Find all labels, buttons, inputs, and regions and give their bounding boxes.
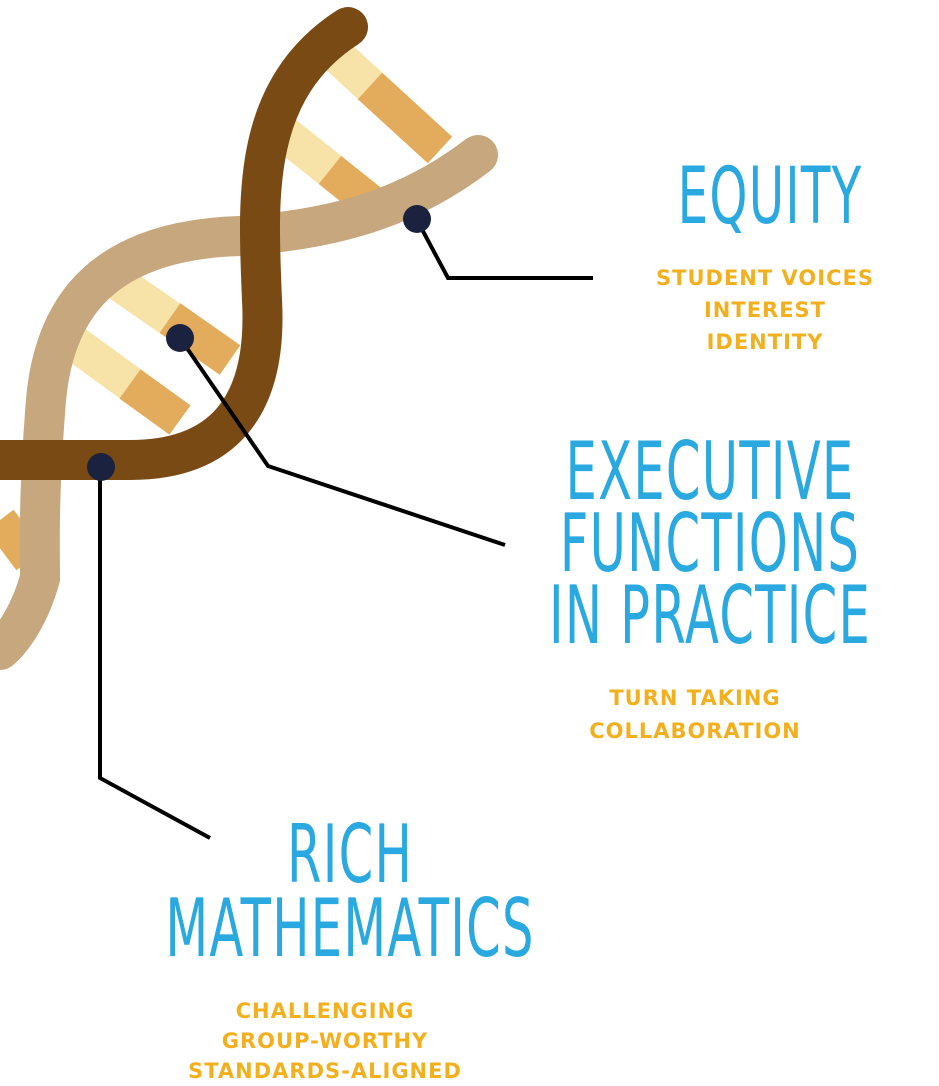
equity-item: Interest <box>703 298 827 322</box>
heading-line: Functions <box>559 497 861 590</box>
rich-mathematics-items-list: Challenging Group-Worthy Standards-Align… <box>110 996 540 1086</box>
rung-lower <box>59 325 191 435</box>
heading-line: Rich <box>287 808 413 901</box>
rich-mathematics-item: Group-Worthy <box>221 1029 429 1053</box>
equity-items-list: Student Voices Interest Identity <box>600 262 930 358</box>
equity-leader-line <box>415 219 593 280</box>
rich-mathematics-item: Standards-Aligned <box>188 1059 462 1083</box>
executive-functions-anchor-dot <box>166 324 194 352</box>
rich-mathematics-anchor-dot <box>87 453 115 481</box>
rung-top <box>307 26 453 164</box>
equity-item: Student Voices <box>656 266 874 290</box>
rich-mathematics-leader-line <box>98 467 211 840</box>
rich-mathematics-heading: Rich Mathematics <box>158 815 542 969</box>
heading-line: in Practice <box>548 569 872 662</box>
dna-strand-light <box>0 135 498 670</box>
equity-item: Identity <box>706 330 824 354</box>
rich-mathematics-item: Challenging <box>235 999 415 1023</box>
equity-anchor-dot <box>403 205 431 233</box>
executive-functions-items-list: Turn Taking Collaboration <box>520 682 870 748</box>
executive-functions-heading: Executive Functions in Practice <box>505 432 914 656</box>
heading-line: Mathematics <box>165 881 535 975</box>
dna-strand-dark <box>0 7 368 480</box>
executive-functions-item: Turn Taking <box>609 686 781 710</box>
executive-functions-leader-line <box>178 336 506 547</box>
executive-functions-item: Collaboration <box>589 719 801 743</box>
equity-heading: Equity <box>677 152 863 242</box>
heading-line: Executive <box>565 425 855 518</box>
